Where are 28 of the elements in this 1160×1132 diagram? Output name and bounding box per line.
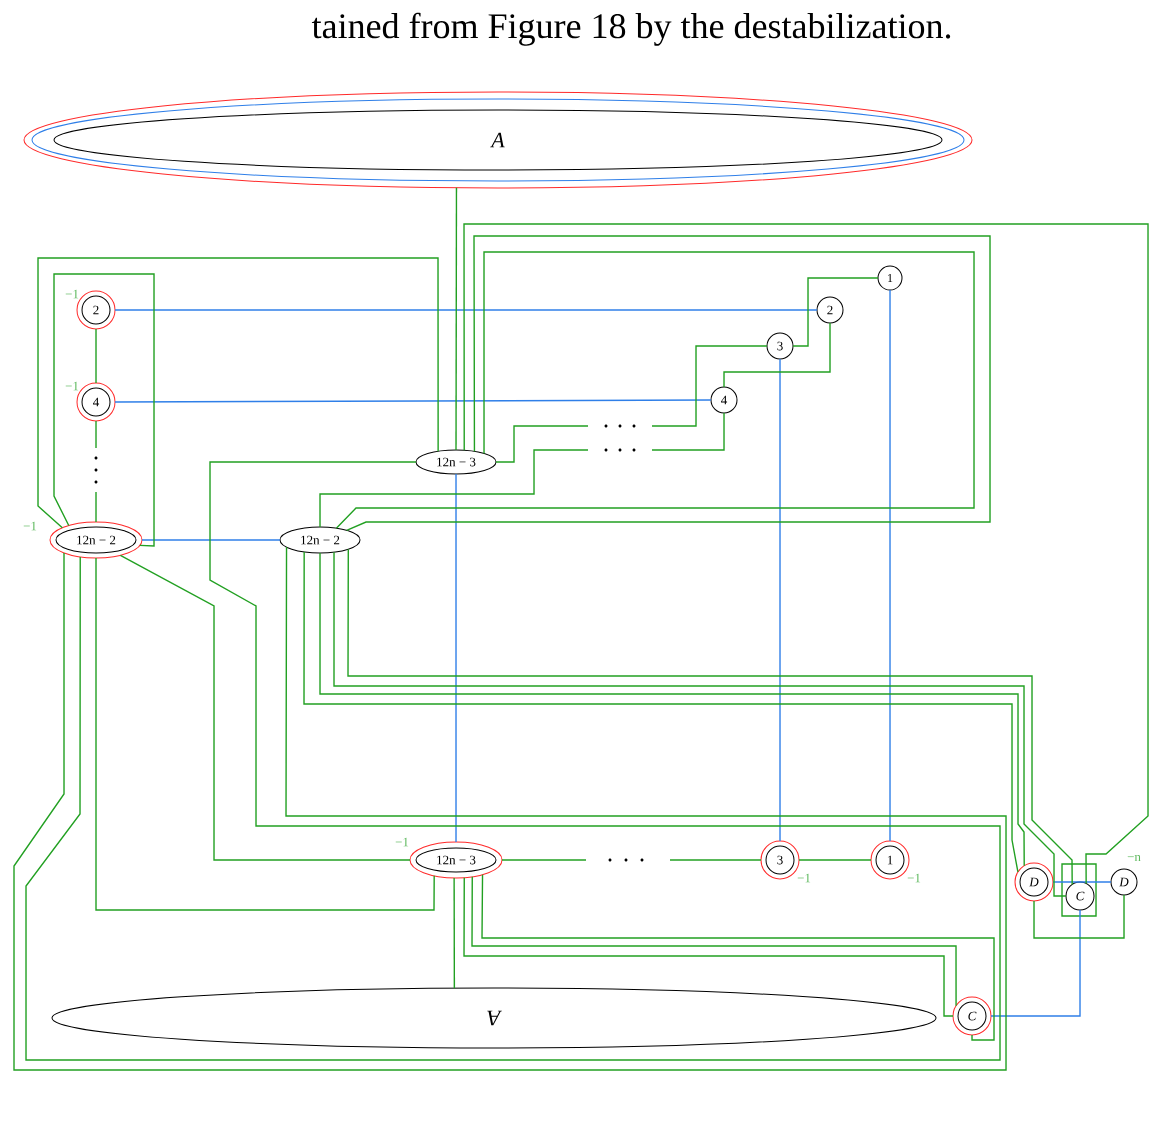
strand-line (1033, 894, 1125, 939)
ellipse-node: A (51, 987, 937, 1049)
strand-line (114, 399, 712, 403)
strand-line (319, 412, 725, 528)
strand-line (37, 257, 439, 529)
strand-line (25, 461, 1001, 1061)
strand-line (119, 554, 411, 861)
ellipse-node: A (23, 91, 973, 189)
strand-line (95, 420, 97, 523)
strand-line (990, 909, 1081, 1017)
strand-line (453, 877, 456, 989)
strand-line (141, 539, 281, 541)
strand-line (455, 473, 457, 843)
strand-line (792, 277, 879, 347)
strand-line (798, 859, 872, 861)
strand-line (95, 557, 435, 911)
strand-line (723, 322, 831, 388)
caption-text: tained from Figure 18 by the destabilization. (311, 12, 951, 46)
strand-line (13, 546, 1007, 1071)
strand-line (463, 223, 1149, 885)
strand-line (53, 273, 155, 547)
strand-line (481, 874, 995, 1041)
strand-line (114, 309, 818, 311)
strand-line (779, 358, 781, 842)
strand-line (889, 289, 891, 842)
strand-line (95, 328, 97, 384)
strand-line (455, 187, 458, 451)
strand-line (1052, 881, 1112, 883)
